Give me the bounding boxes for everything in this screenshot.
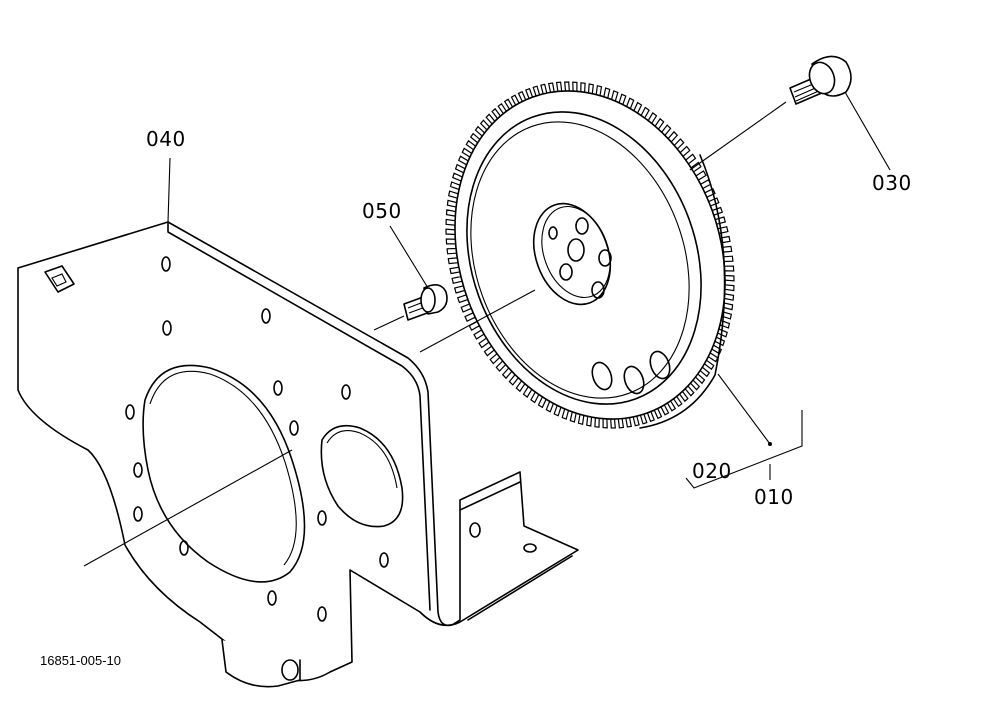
callout-040: 040 — [146, 127, 186, 151]
drawing-code: 16851-005-10 — [40, 653, 121, 668]
assembly-lines — [83, 101, 787, 567]
callout-labels: 040 050 030 020 010 — [146, 127, 912, 509]
leader-lines — [167, 91, 891, 489]
callout-010: 010 — [754, 485, 794, 509]
callout-020: 020 — [692, 459, 732, 483]
flywheel-020[interactable] — [410, 53, 769, 458]
plate-bolt-050[interactable] — [403, 284, 448, 321]
flywheel-bolt-030[interactable] — [789, 55, 852, 105]
mounting-plate-040[interactable] — [17, 221, 579, 688]
callout-030: 030 — [872, 171, 912, 195]
callout-050: 050 — [362, 199, 402, 223]
